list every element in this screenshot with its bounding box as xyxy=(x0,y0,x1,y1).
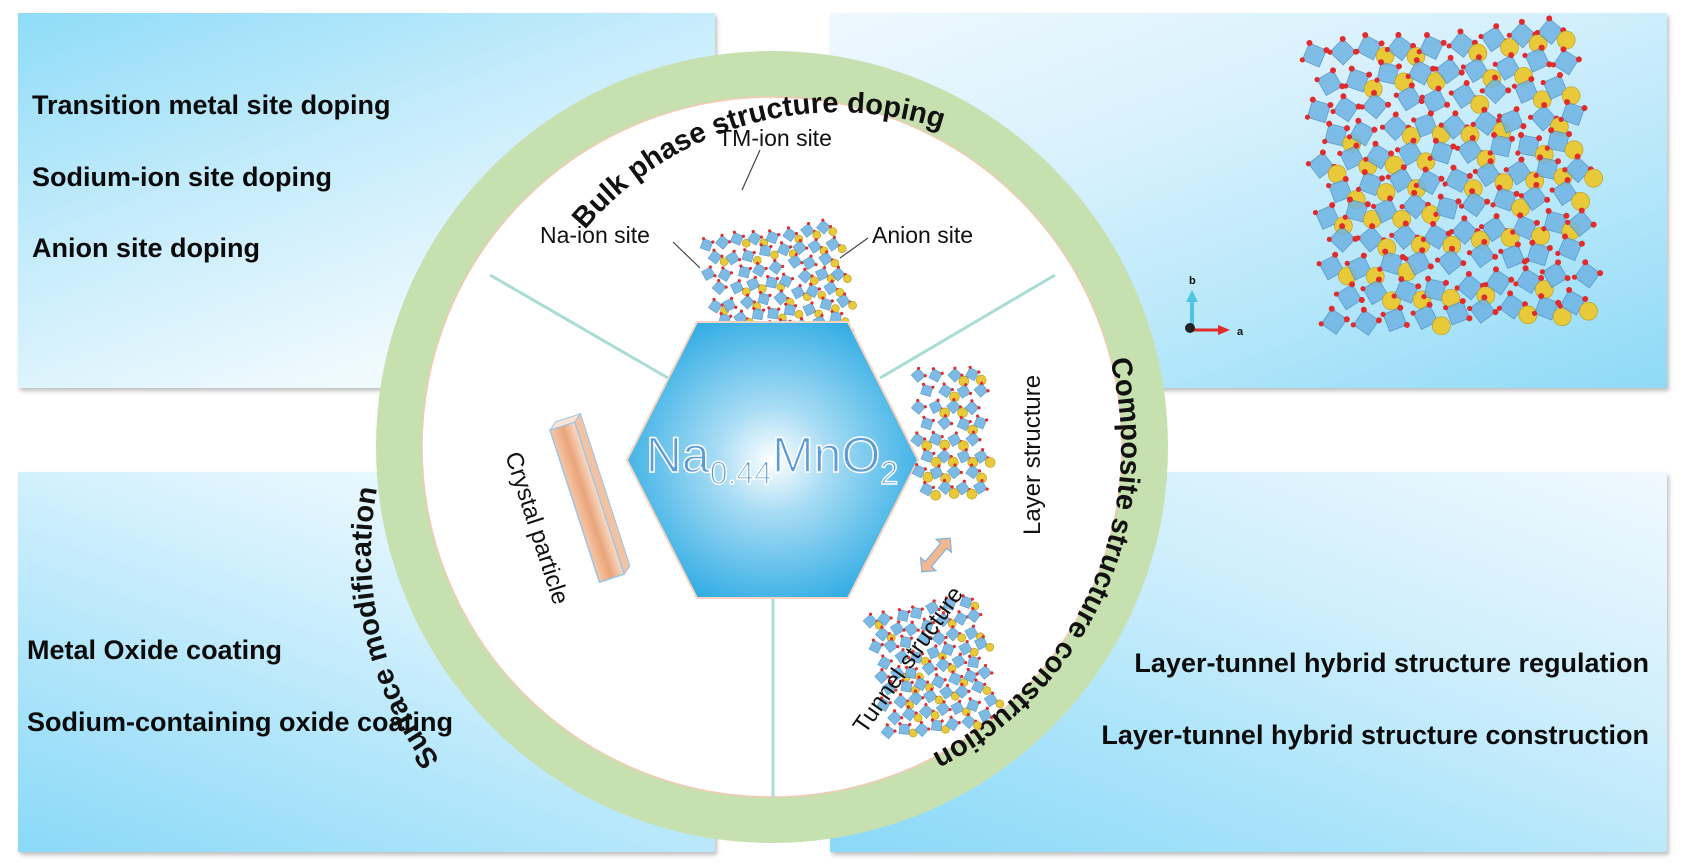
na-atom xyxy=(947,456,959,468)
na-atom xyxy=(922,471,934,483)
item-sodium-ion-site-doping: Sodium-ion site doping xyxy=(32,162,332,192)
na-atom xyxy=(758,284,767,293)
item-transition-metal-site-doping: Transition metal site doping xyxy=(32,90,391,120)
na-atom xyxy=(719,257,729,266)
axis-indicator: b a xyxy=(1185,275,1244,338)
na-atom xyxy=(985,642,995,652)
na-atom xyxy=(948,488,960,499)
na-atom xyxy=(1584,168,1603,188)
na-atom xyxy=(1432,316,1451,336)
crystal-particle-rod xyxy=(548,412,631,584)
mno-polyhedron xyxy=(1325,222,1360,253)
label-tm-ion-site: TM-ion site xyxy=(718,125,832,151)
na-atom xyxy=(995,699,1005,709)
axis-label-b: b xyxy=(1189,275,1196,287)
na-atom xyxy=(934,695,944,705)
na-atom xyxy=(913,713,923,723)
na-atom xyxy=(930,711,940,720)
item-hybrid-structure-regulation: Layer-tunnel hybrid structure regulation xyxy=(1134,648,1649,678)
na-atom xyxy=(830,258,840,268)
center-formula: Na0.44MnO2 xyxy=(646,427,898,491)
na-atom xyxy=(837,244,847,253)
item-sodium-containing-oxide-coating: Sodium-containing oxide coating xyxy=(27,707,454,737)
na-atom xyxy=(984,457,996,468)
na-atom xyxy=(969,647,979,657)
na-atom xyxy=(958,375,970,387)
item-anion-site-doping: Anion site doping xyxy=(32,233,260,263)
double-arrow-icon xyxy=(919,537,953,573)
layer-structure-crystal xyxy=(908,362,996,501)
na-atom xyxy=(741,238,751,248)
na-atom xyxy=(1579,301,1598,321)
na-atom xyxy=(966,488,978,500)
axis-label-a: a xyxy=(1237,326,1244,338)
mno-polyhedron xyxy=(1347,303,1385,339)
divider-right xyxy=(879,273,1056,380)
mno-polyhedron xyxy=(1326,35,1360,66)
na-atom xyxy=(941,725,950,734)
mno-polyhedron xyxy=(1568,256,1606,291)
mno-polyhedron xyxy=(1547,42,1586,79)
tunnel-structure-crystal xyxy=(862,590,1005,741)
na-atom xyxy=(957,633,966,643)
crystal-structure-large xyxy=(1293,13,1606,339)
na-atom xyxy=(1556,30,1576,50)
mno-polyhedron xyxy=(1464,236,1502,271)
na-atom xyxy=(930,489,941,501)
label-layer-structure: Layer structure xyxy=(1019,375,1046,535)
na-atom xyxy=(848,301,857,310)
na-atom xyxy=(809,276,819,285)
na-atom xyxy=(828,227,838,236)
pointer-anion-site xyxy=(839,237,869,259)
center-hexagon xyxy=(625,321,920,599)
mno-polyhedron xyxy=(1357,87,1393,121)
label-anion-site: Anion site xyxy=(872,222,973,248)
pointer-na-ion-site xyxy=(672,241,701,269)
item-metal-oxide-coating: Metal Oxide coating xyxy=(27,635,283,665)
ring-band xyxy=(376,51,1168,843)
label-na-ion-site: Na-ion site xyxy=(540,222,650,248)
na-atom xyxy=(973,721,982,730)
na-atom xyxy=(835,288,845,297)
item-hybrid-structure-construction: Layer-tunnel hybrid structure constructi… xyxy=(1101,720,1649,750)
divider-left xyxy=(489,273,669,380)
na-atom xyxy=(982,686,992,695)
na-atom xyxy=(843,274,852,283)
na-atom xyxy=(794,309,804,319)
pointer-tm-ion-site xyxy=(741,149,761,191)
